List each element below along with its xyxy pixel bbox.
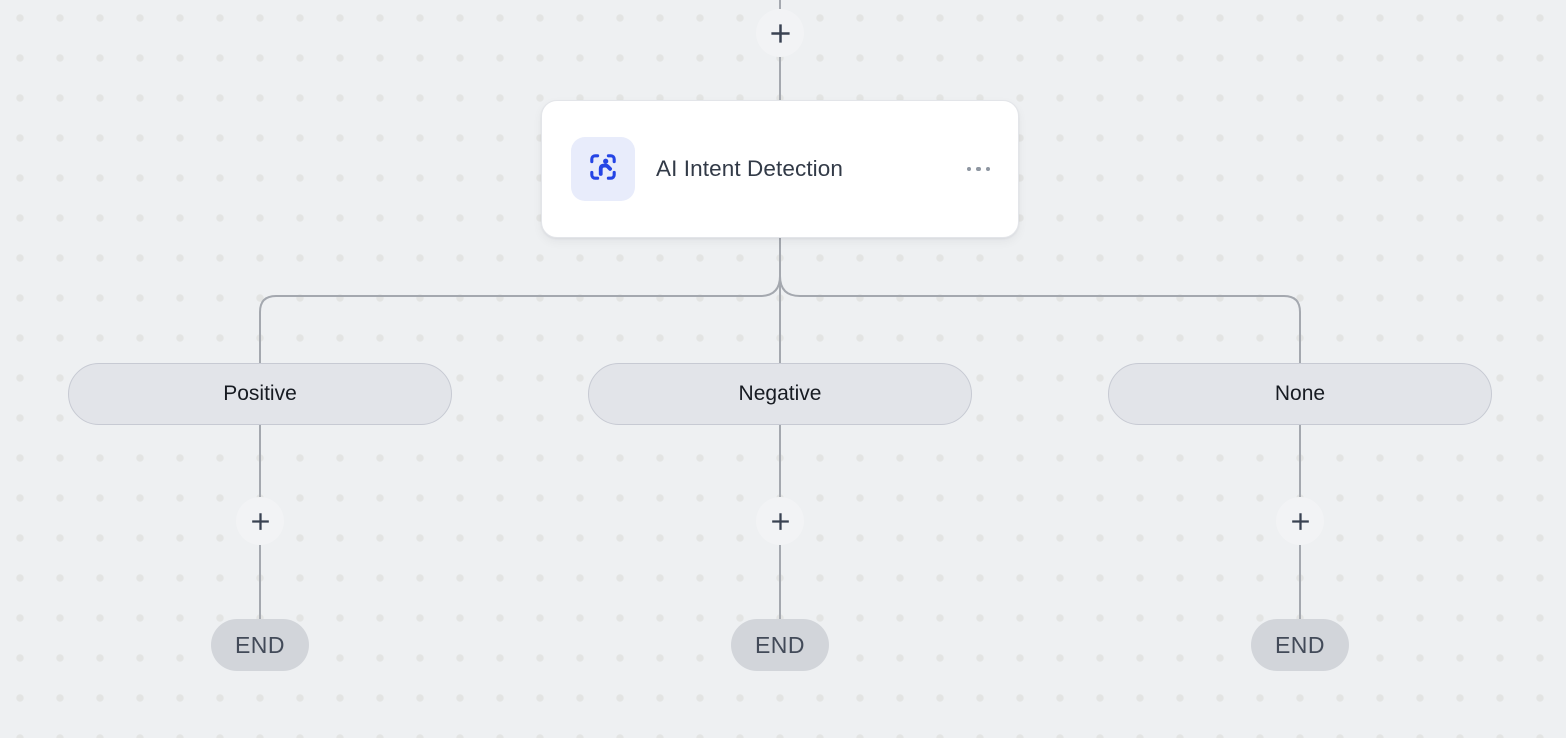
node-title: AI Intent Detection xyxy=(656,156,844,181)
plus-icon xyxy=(250,511,271,532)
end-label: END xyxy=(234,631,286,658)
add-step-button-none[interactable] xyxy=(1276,497,1324,545)
end-node-none[interactable]: END xyxy=(1251,619,1349,671)
intent-detection-node[interactable]: AI Intent Detection xyxy=(541,100,1019,238)
ellipsis-icon xyxy=(976,166,981,172)
add-step-button-positive[interactable] xyxy=(236,497,284,545)
add-step-button-negative[interactable] xyxy=(756,497,804,545)
more-options-button[interactable] xyxy=(963,161,995,178)
node-icon-container xyxy=(571,137,635,201)
end-node-negative[interactable]: END xyxy=(731,619,829,671)
ellipsis-icon xyxy=(985,166,990,172)
branch-pill-positive[interactable]: Positive xyxy=(68,363,452,425)
end-label: END xyxy=(754,631,806,658)
end-node-positive[interactable]: END xyxy=(211,619,309,671)
add-step-button-top[interactable] xyxy=(756,9,804,57)
plus-icon xyxy=(770,511,791,532)
plus-icon xyxy=(1290,511,1311,532)
end-label: END xyxy=(1274,631,1326,658)
plus-icon xyxy=(769,22,792,45)
ellipsis-icon xyxy=(966,166,971,172)
branch-label: Negative xyxy=(738,382,822,405)
branch-pill-none[interactable]: None xyxy=(1108,363,1492,425)
branch-label: Positive xyxy=(223,382,297,405)
branch-label: None xyxy=(1274,382,1326,405)
branch-pill-negative[interactable]: Negative xyxy=(588,363,972,425)
intent-detection-icon xyxy=(586,150,620,189)
